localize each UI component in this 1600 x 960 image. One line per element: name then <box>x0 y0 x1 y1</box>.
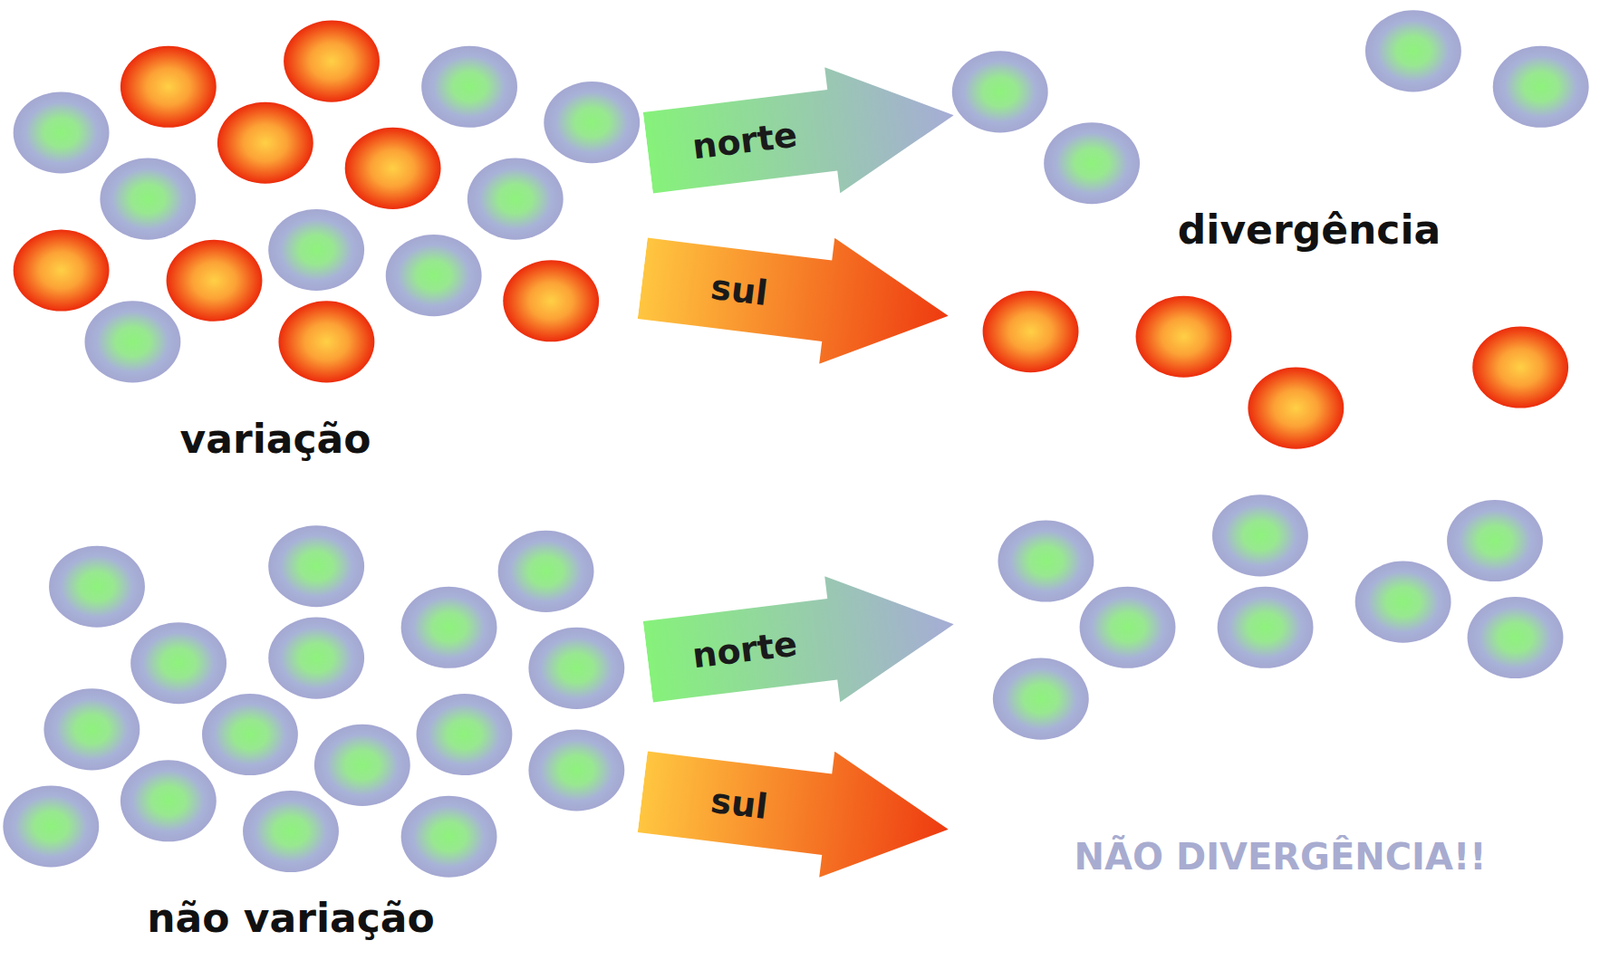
arrow-shape <box>640 561 963 725</box>
grey-individual <box>130 622 227 704</box>
arrow-shape <box>635 729 957 893</box>
grey-individual <box>84 300 181 383</box>
grey-individual <box>2 785 99 868</box>
direction-label: sul <box>644 730 836 878</box>
grey-individual <box>13 91 110 174</box>
grey-individual <box>48 546 145 628</box>
grey-individual <box>416 693 513 776</box>
outcome-label: NÃO DIVERGÊNCIA!! <box>1074 836 1487 878</box>
grey-individual <box>992 658 1090 741</box>
direction-label: norte <box>649 67 841 215</box>
grey-individual <box>1493 46 1590 128</box>
orange-individual <box>217 102 314 184</box>
direction-label: sul <box>644 216 836 365</box>
grey-individual <box>997 520 1094 602</box>
grey-individual <box>1467 597 1564 679</box>
orange-individual <box>120 46 217 128</box>
north-arrow: norte <box>640 52 963 216</box>
orange-individual <box>1247 367 1344 450</box>
direction-label: norte <box>649 576 841 724</box>
grey-individual <box>543 81 640 164</box>
grey-individual <box>421 46 518 128</box>
orange-individual <box>1136 296 1233 378</box>
outcome-label: divergência <box>1177 206 1441 253</box>
south-arrow: sul <box>635 729 957 893</box>
grey-individual <box>952 50 1049 133</box>
grey-individual <box>314 724 411 807</box>
grey-individual <box>268 209 365 291</box>
grey-individual <box>268 617 365 700</box>
grey-individual <box>1079 587 1176 669</box>
grey-individual <box>1446 500 1543 582</box>
orange-individual <box>283 20 380 103</box>
orange-individual <box>1472 326 1569 408</box>
population-label: variação <box>180 415 372 463</box>
grey-individual <box>1212 494 1309 577</box>
orange-individual <box>345 127 442 210</box>
grey-individual <box>1043 122 1140 204</box>
grey-individual <box>1365 9 1462 92</box>
grey-individual <box>120 760 217 842</box>
population-label: não variação <box>146 895 434 942</box>
orange-individual <box>278 300 375 383</box>
grey-individual <box>528 729 625 811</box>
arrow-shape <box>640 52 963 216</box>
grey-individual <box>498 530 595 613</box>
grey-individual <box>401 796 498 878</box>
grey-individual <box>1217 587 1314 669</box>
grey-individual <box>528 627 625 710</box>
grey-individual <box>202 693 299 776</box>
grey-individual <box>467 158 564 241</box>
arrow-shape <box>635 215 957 379</box>
orange-individual <box>166 240 263 322</box>
south-arrow: sul <box>635 215 957 379</box>
grey-individual <box>268 525 365 608</box>
grey-individual <box>242 790 339 873</box>
grey-individual <box>401 587 498 669</box>
grey-individual <box>385 234 482 317</box>
grey-individual <box>43 688 140 771</box>
grey-individual <box>99 158 196 241</box>
orange-individual <box>983 290 1080 373</box>
orange-individual <box>13 229 110 311</box>
orange-individual <box>502 260 599 342</box>
north-arrow: norte <box>640 561 963 725</box>
grey-individual <box>1355 561 1452 644</box>
